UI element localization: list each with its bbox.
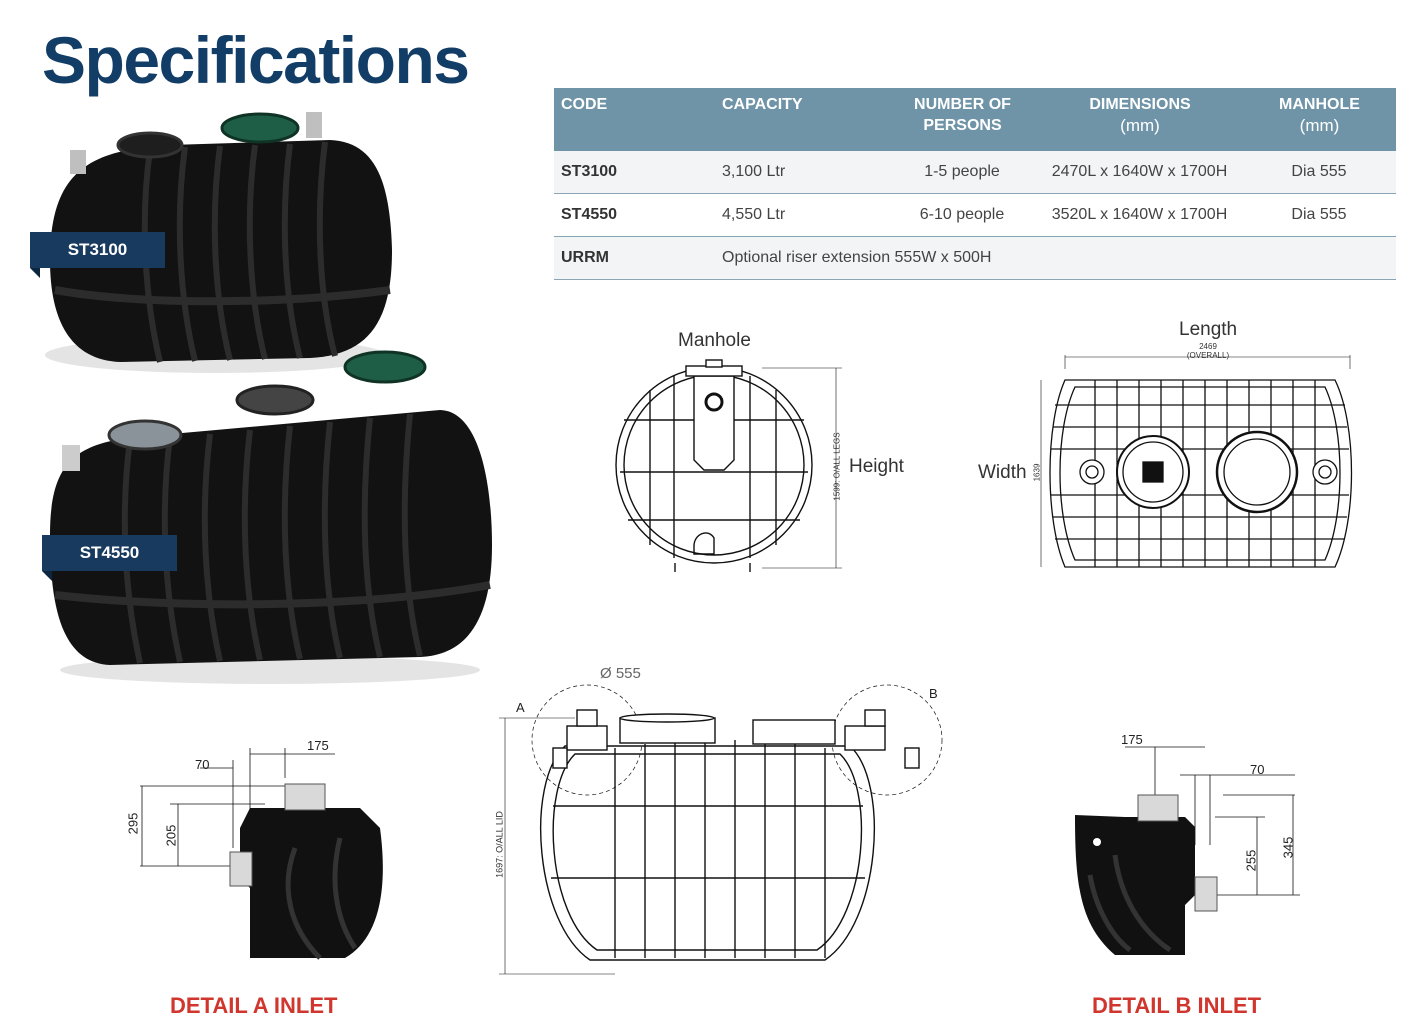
detail-a-title: DETAIL A INLET [170, 993, 338, 1018]
top-view-label: Length [1179, 319, 1238, 340]
cell-manhole: Dia 555 [1242, 193, 1396, 237]
table-header-row: CODE CAPACITY NUMBER OF PERSONS DIMENSIO… [554, 88, 1396, 151]
cell-dimensions: 3520L x 1640W x 1700H [1037, 193, 1242, 237]
header-persons: NUMBER OF PERSONS [887, 88, 1037, 151]
label-tail [42, 571, 52, 581]
detail-b-dim: 70 [1250, 762, 1265, 777]
detail-a-drawing [140, 748, 383, 960]
cell-description: Optional riser extension 555W x 500H [715, 236, 1396, 280]
detail-a-dim: 175 [307, 738, 329, 753]
detail-b-dim: 175 [1121, 732, 1143, 747]
top-view-dim: 2469(OVERALL) [1186, 342, 1230, 360]
table-row: ST3100 3,100 Ltr 1-5 people 2470L x 1640… [554, 151, 1396, 194]
detail-b-drawing [1075, 746, 1300, 955]
table-row: ST4550 4,550 Ltr 6-10 people 3520L x 164… [554, 193, 1396, 237]
page-title: Specifications [42, 23, 470, 97]
header-capacity: CAPACITY [715, 88, 887, 151]
cell-persons: 6-10 people [887, 193, 1037, 237]
cell-capacity: 4,550 Ltr [715, 193, 887, 237]
top-view-side-label: Width [978, 462, 1027, 483]
detail-b-title: DETAIL B INLET [1092, 993, 1262, 1018]
manhole-dia-label: Ø 555 [600, 665, 641, 682]
top-view-drawing [1040, 355, 1353, 568]
cell-manhole: Dia 555 [1242, 151, 1396, 194]
label-tail [30, 268, 40, 278]
end-view-drawing [615, 359, 842, 572]
cell-persons: 1-5 people [887, 151, 1037, 194]
detail-a-marker: A [516, 700, 525, 715]
table-row: URRM Optional riser extension 555W x 500… [554, 236, 1396, 280]
tank-st4550-image [50, 350, 492, 684]
header-manhole: MANHOLE(mm) [1242, 88, 1396, 151]
side-view-drawing [499, 684, 943, 975]
header-dimensions: DIMENSIONS(mm) [1037, 88, 1242, 151]
cell-code: ST3100 [554, 151, 715, 194]
cell-dimensions: 2470L x 1640W x 1700H [1037, 151, 1242, 194]
product-label-st3100: ST3100 [30, 232, 165, 268]
spec-table: CODE CAPACITY NUMBER OF PERSONS DIMENSIO… [554, 88, 1396, 280]
product-label-st4550: ST4550 [42, 535, 177, 571]
cell-code: ST4550 [554, 193, 715, 237]
end-view-side-label: Height [849, 456, 904, 477]
detail-b-marker: B [929, 686, 938, 701]
cell-code: URRM [554, 236, 715, 280]
end-view-label: Manhole [678, 330, 751, 351]
tank-st3100-image [45, 112, 392, 373]
header-code: CODE [554, 88, 715, 151]
cell-capacity: 3,100 Ltr [715, 151, 887, 194]
